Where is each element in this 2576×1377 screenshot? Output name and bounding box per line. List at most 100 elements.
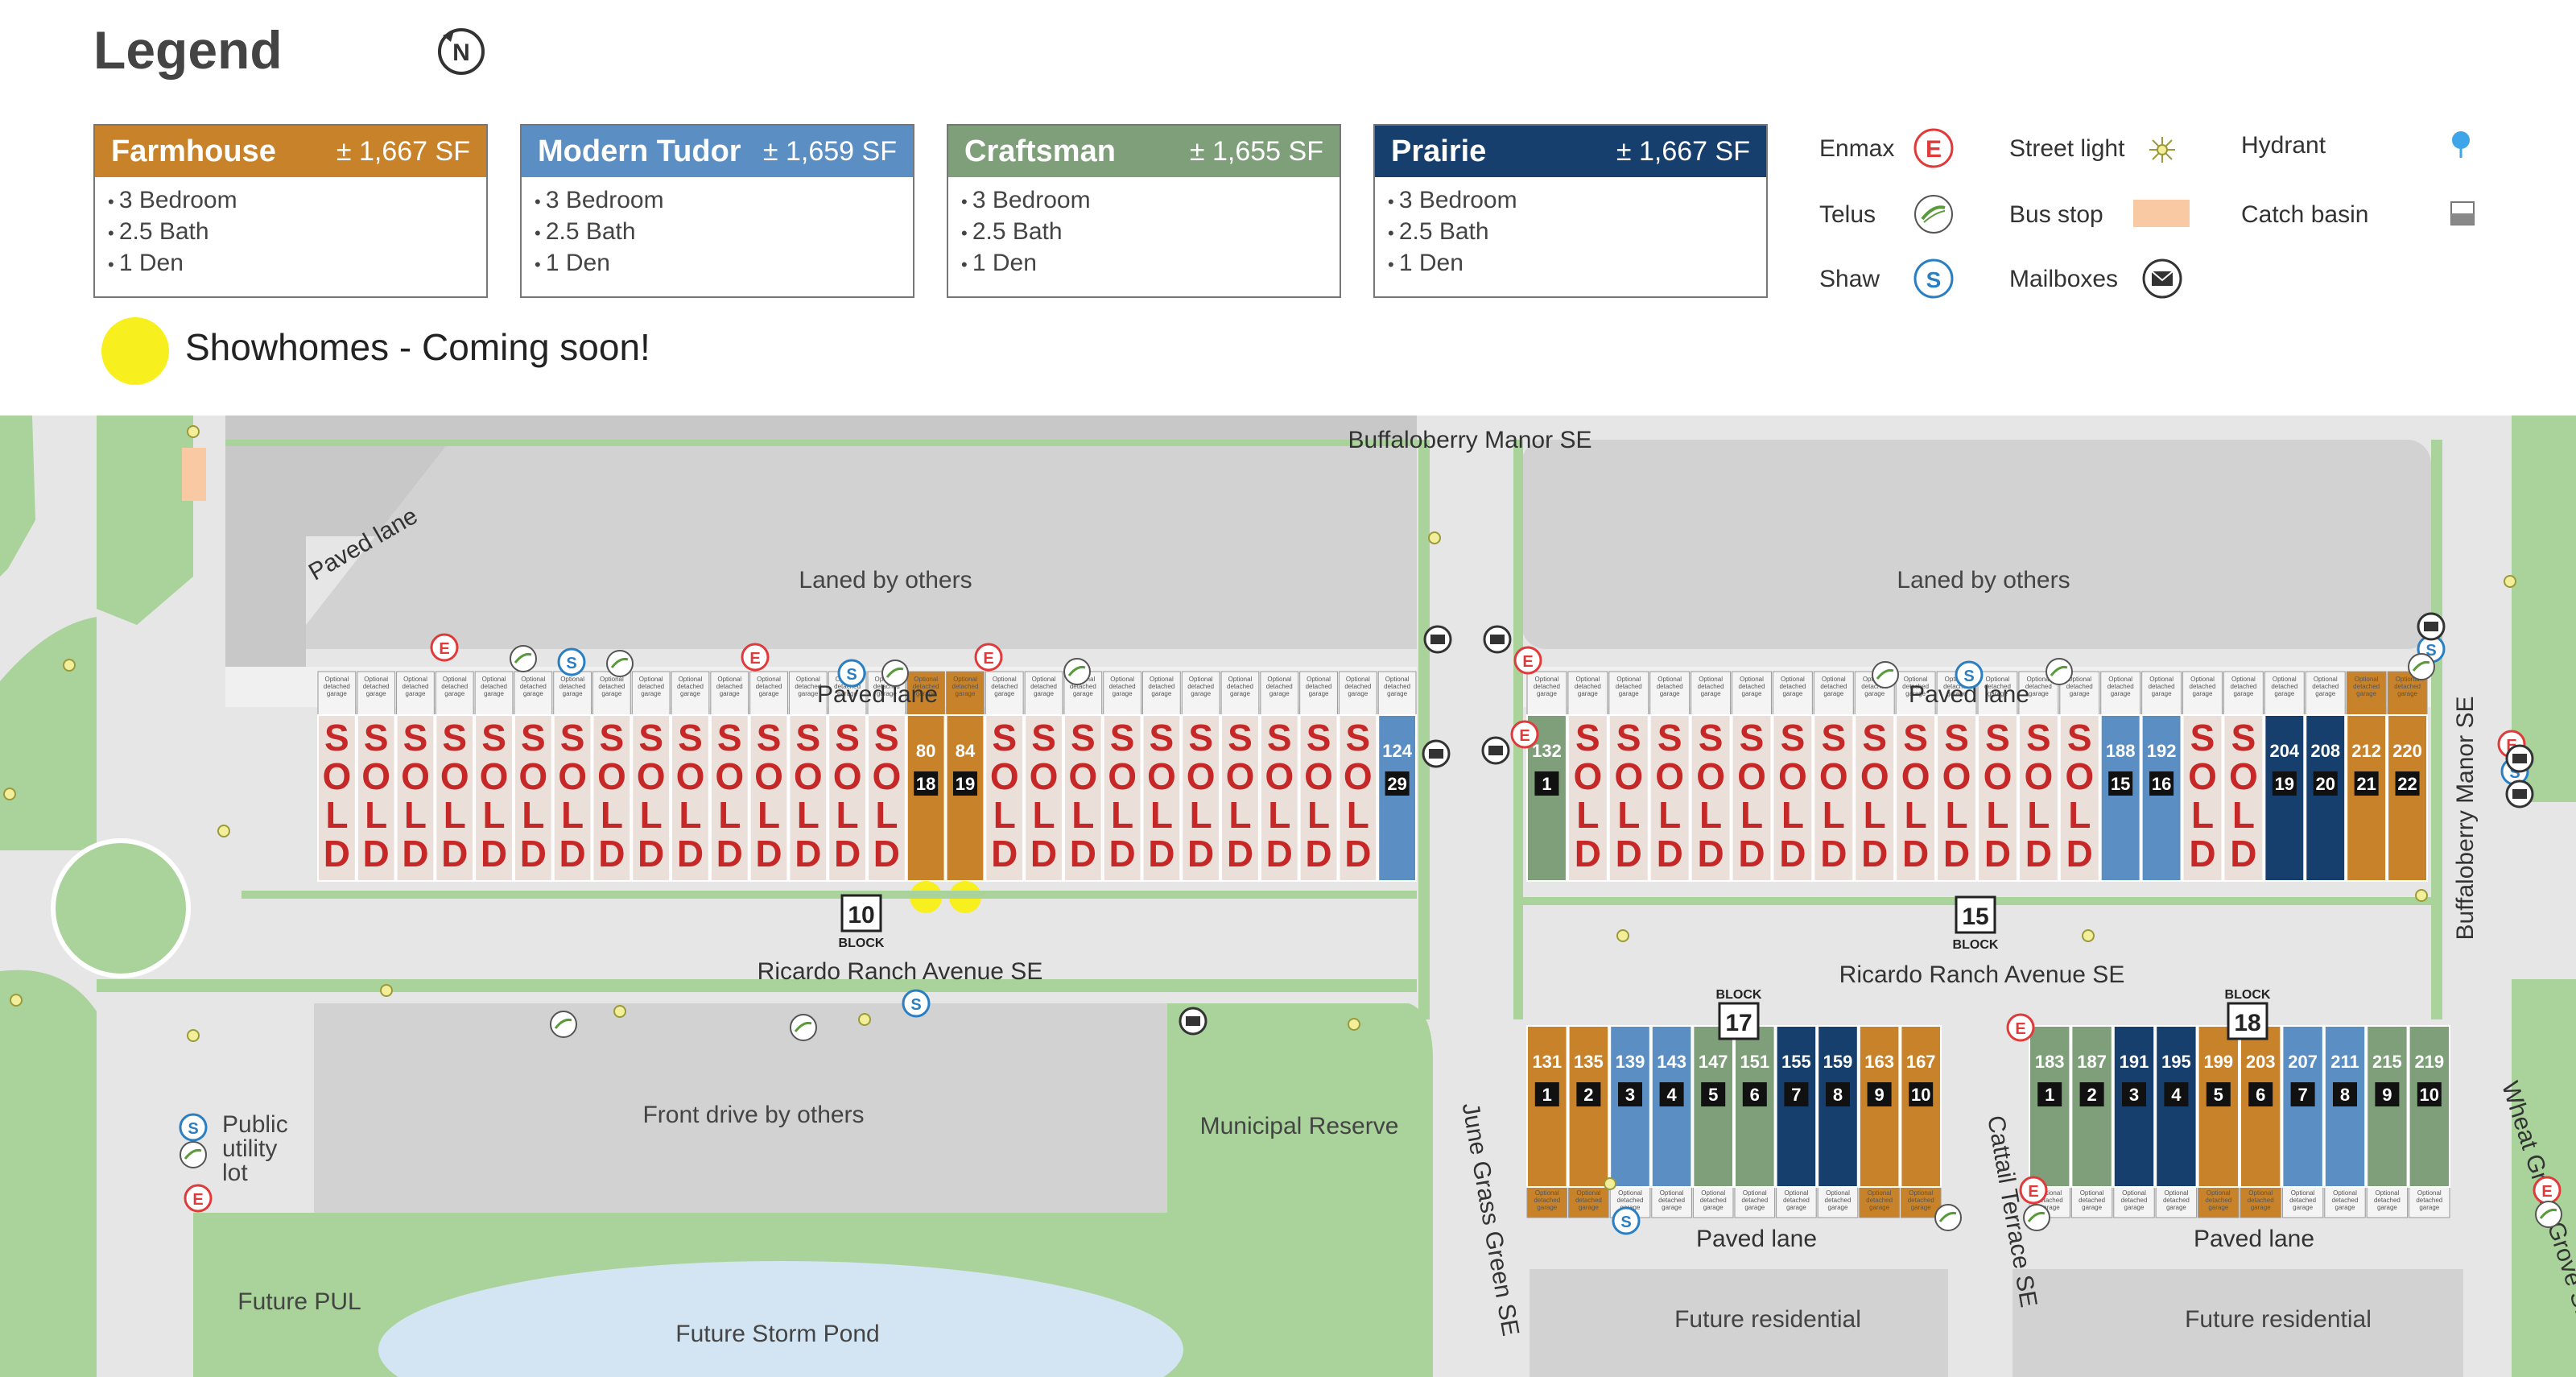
lot-house [1895, 714, 1937, 882]
garage-label: Optional [1346, 676, 1370, 683]
sold-letter: O [361, 755, 390, 797]
garage-label: garage [680, 690, 700, 697]
sold-letter: O [715, 755, 744, 797]
lot[interactable]: Optionaldetachedgarage1393 [1609, 1025, 1651, 1218]
garage-label: detached [481, 683, 507, 690]
garage-label: Optional [2231, 676, 2256, 683]
svg-text:E: E [749, 650, 760, 668]
sold-letter: S [835, 717, 860, 759]
lot-number-box [2354, 771, 2379, 796]
sold-letter: S [1985, 717, 2010, 759]
lot-number: 7 [1791, 1085, 1801, 1105]
lot-house [2029, 1025, 2071, 1188]
sold-letter: O [1187, 755, 1216, 797]
garage-label: Optional [1660, 1189, 1684, 1197]
sold-letter: D [991, 833, 1018, 875]
garage-label: Optional [914, 676, 938, 683]
lot-house [356, 714, 396, 882]
garage-label: Optional [364, 676, 388, 683]
style-card-prairie: Prairie ± 1,667 SF 3 Bedroom 2.5 Bath 1 … [1373, 124, 1768, 298]
sold-letter: D [1108, 833, 1135, 875]
garage-label: detached [1616, 683, 1642, 690]
lot-house [788, 714, 828, 882]
sold-letter: L [561, 794, 584, 836]
street-light-icon [187, 425, 200, 438]
garage-label: garage [1828, 1204, 1848, 1211]
sold-letter: S [1031, 717, 1056, 759]
garage-box [2409, 1186, 2450, 1218]
lot-address: 199 [2203, 1052, 2233, 1072]
mailbox-icon [2417, 612, 2446, 641]
sold-letter: O [1696, 755, 1725, 797]
lot-house [592, 714, 632, 882]
lot-house [1259, 714, 1299, 882]
lot-address: 183 [2035, 1052, 2065, 1072]
